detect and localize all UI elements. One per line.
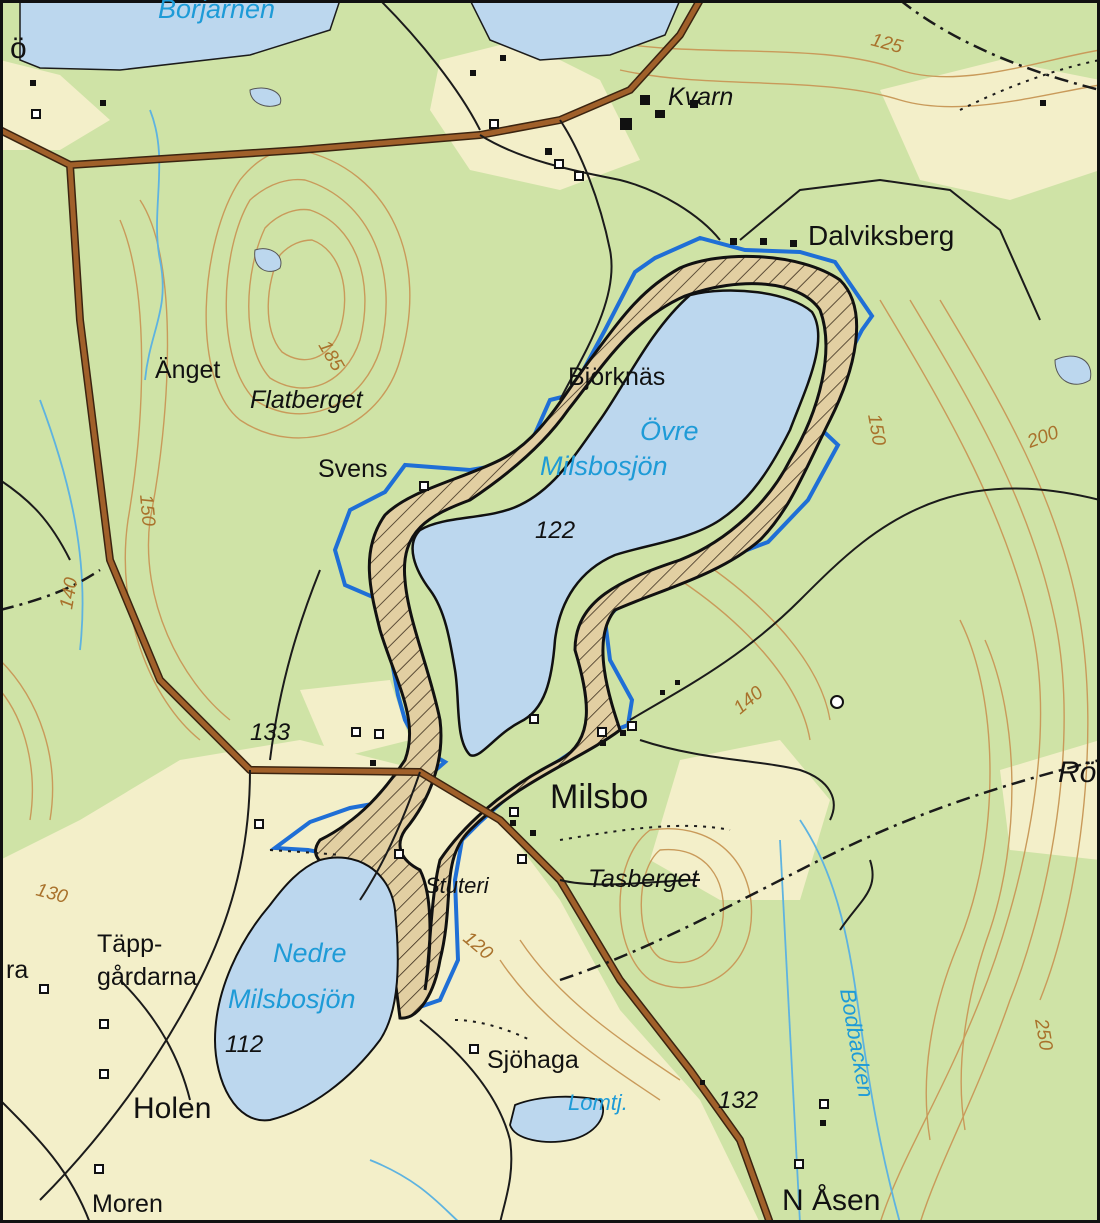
label-holen: Holen (133, 1092, 211, 1125)
municipal-boundary-line (559, 758, 1100, 982)
label-contour-150-left: 150 (135, 494, 159, 528)
label-partial-right: Rö (1058, 756, 1096, 789)
label-nedre-line2: Milsbosjön (228, 984, 356, 1014)
label-borjarnen: Borjarnen (158, 0, 275, 24)
lake-nedre-milsbosjon (213, 856, 399, 1122)
label-tapp-line2: gårdarna (97, 963, 197, 991)
lake-borjarnen (19, 0, 341, 71)
landmark-circle (830, 695, 844, 709)
label-anget: Änget (155, 356, 220, 384)
label-milsbo: Milsbo (550, 778, 648, 816)
label-elevation-112: 112 (225, 1031, 263, 1058)
label-partial-top-left: ö (10, 32, 27, 65)
label-flatberget: Flatberget (250, 386, 364, 414)
label-moren: Moren (92, 1190, 163, 1218)
label-n-asen: N Åsen (782, 1184, 880, 1217)
lake-ovre-milsbosjon (411, 289, 820, 757)
buildings (30, 55, 1046, 1126)
label-ovre-line2: Milsbosjön (540, 451, 668, 481)
label-bjorknas: Björknäs (568, 363, 665, 391)
label-partial-mid-left: ra (6, 956, 28, 984)
label-svens: Svens (318, 455, 387, 483)
label-elevation-132: 132 (718, 1087, 758, 1114)
boundary-line-west (0, 568, 101, 612)
label-elevation-122: 122 (535, 517, 575, 544)
streams (39, 109, 901, 1223)
label-elevation-133: 133 (250, 719, 291, 746)
shore-protection-zone (314, 254, 859, 1020)
label-nedre-line1: Nedre (273, 938, 347, 968)
lake-top-right (469, 0, 681, 61)
main-roads (0, 0, 774, 1223)
building-outlines (31, 109, 829, 1174)
lake-lomtj (509, 1095, 605, 1143)
contour-lines (0, 39, 1100, 1223)
label-kvarn: Kvarn (668, 83, 733, 111)
label-dalviksberg: Dalviksberg (808, 220, 954, 251)
label-sjohaga: Sjöhaga (487, 1046, 579, 1074)
label-lomtj: Lomtj. (568, 1090, 628, 1115)
label-stuteri: Stuteri (425, 873, 490, 898)
label-tapp-line1: Täpp- (97, 930, 162, 958)
tracks (269, 59, 1100, 1041)
label-ovre-line1: Övre (640, 416, 699, 446)
small-ponds (249, 87, 1092, 385)
label-tasberget: Tasberget (588, 865, 699, 893)
